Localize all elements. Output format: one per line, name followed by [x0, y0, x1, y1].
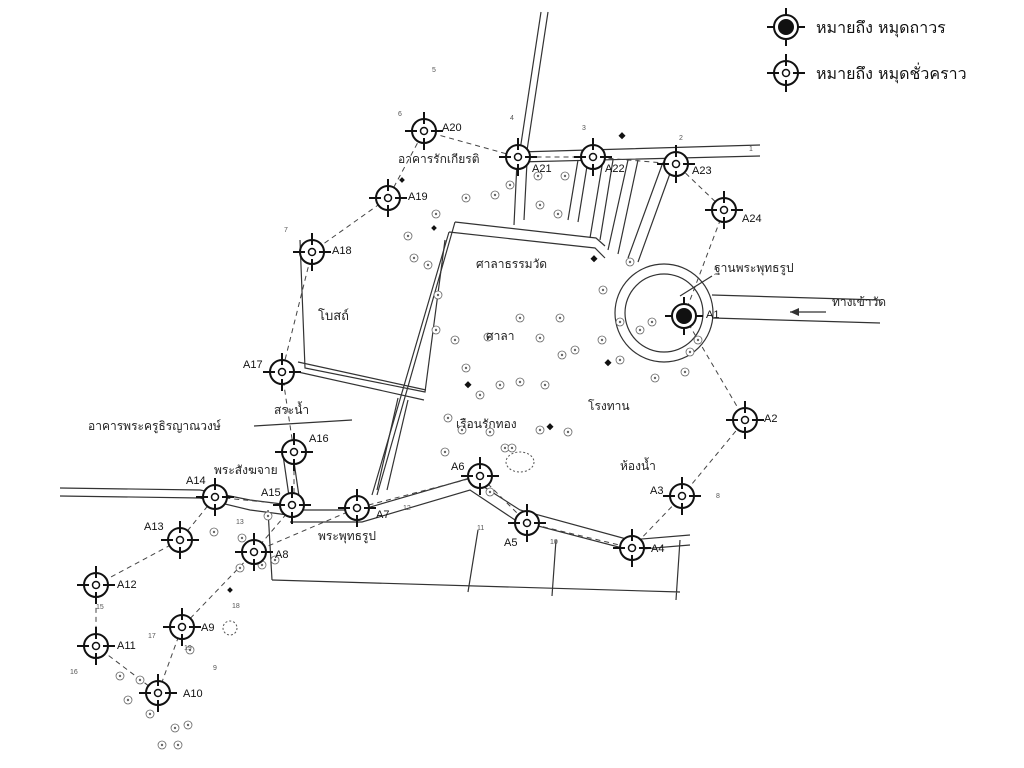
parcel-number: 7	[284, 227, 288, 234]
temporary-marker-icon[interactable]	[160, 520, 200, 560]
parcel-number: 17	[148, 633, 156, 640]
survey-traverse	[95, 130, 746, 694]
label-sangkhajai: พระสังฆจาย	[214, 463, 278, 477]
label-ubosot: โบสถ์	[318, 308, 349, 324]
permanent-marker-icon[interactable]	[664, 296, 704, 336]
parcel-number: 18	[232, 603, 240, 610]
parcel-number: 19	[184, 645, 192, 652]
place-labels: อาคารรักเกียรติ โบสถ์ ศาลาธรรมวัด ศาลา ฐ…	[88, 152, 886, 544]
temporary-marker-icon[interactable]	[725, 400, 765, 440]
station-label: A4	[651, 543, 664, 555]
station-label: A24	[742, 213, 762, 225]
station-label: A14	[186, 475, 206, 487]
parcel-number: 2	[679, 135, 683, 142]
station-label: A6	[451, 461, 464, 473]
station-label: A3	[650, 485, 663, 497]
station-label: A11	[117, 640, 136, 652]
station-label: A12	[117, 579, 137, 591]
temporary-marker-icon[interactable]	[76, 626, 116, 666]
parcel-number: 5	[432, 67, 436, 74]
road-network	[59, 11, 881, 601]
small-markers	[227, 132, 626, 593]
legend: หมายถึง หมุดถาวร หมายถึง หมุดชั่วคราว	[766, 7, 967, 93]
station-label: A20	[442, 122, 462, 134]
station-label: A13	[144, 521, 164, 533]
legend-permanent-label: หมายถึง หมุดถาวร	[816, 18, 946, 38]
label-buddha-base: ฐานพระพุทธรูป	[714, 261, 794, 276]
parcel-number: 3	[582, 125, 586, 132]
station-label: A9	[201, 622, 214, 634]
temporary-marker-icon	[766, 53, 806, 93]
station-label: A1	[706, 309, 719, 321]
temporary-marker-icon[interactable]	[292, 232, 332, 272]
leader-line	[253, 419, 353, 427]
station-label: A21	[532, 163, 552, 175]
shrub-outline	[505, 451, 535, 473]
station-label: A8	[275, 549, 288, 561]
label-entrance: ทางเข้าวัด	[832, 295, 886, 309]
station-label: A23	[692, 165, 712, 177]
station-label: A7	[376, 509, 389, 521]
station-label: A15	[261, 487, 281, 499]
label-toilet: ห้องน้ำ	[620, 457, 656, 473]
station-label: A18	[332, 245, 352, 257]
permanent-marker-icon	[766, 7, 806, 47]
shrub-outline	[222, 620, 238, 636]
temporary-marker-icon[interactable]	[162, 607, 202, 647]
temporary-marker-icon[interactable]	[704, 190, 744, 230]
label-monk-building: อาคารพระครูธิรญาณวงษ์	[88, 419, 221, 434]
parcel-number: 16	[70, 669, 78, 676]
parcel-number: 8	[716, 493, 720, 500]
label-dharma-hall: ศาลาธรรมวัด	[476, 257, 547, 271]
parcel-number: 11	[477, 525, 484, 532]
temporary-marker-icon[interactable]	[138, 673, 178, 713]
label-sala: ศาลา	[486, 329, 514, 343]
temporary-marker-icon[interactable]	[76, 565, 116, 605]
label-gold-house: เรือนรักทอง	[456, 417, 517, 431]
temporary-marker-icon[interactable]	[337, 488, 377, 528]
station-label: A16	[309, 433, 329, 445]
label-buddha-image: พระพุทธรูป	[318, 529, 376, 544]
temporary-marker-icon[interactable]	[368, 178, 408, 218]
parcel-number: 9	[213, 665, 217, 672]
label-pond: สระน้ำ	[274, 401, 309, 417]
temporary-marker-icon[interactable]	[262, 352, 302, 392]
trees	[115, 171, 703, 750]
parcel-number: 13	[236, 519, 244, 526]
parcel-numbers: 1 2 3 4 5 6 7 8 9 10 11 12 13 15 16 17 1…	[70, 67, 753, 676]
station-label: A22	[605, 163, 625, 175]
parcel-number: 6	[398, 111, 402, 118]
parcel-number: 15	[96, 604, 104, 611]
temporary-marker-icon[interactable]	[656, 144, 696, 184]
legend-temporary-label: หมายถึง หมุดชั่วคราว	[816, 62, 967, 84]
label-kitchen: โรงทาน	[588, 399, 630, 413]
station-label: A17	[243, 359, 263, 371]
label-affairs-building: อาคารรักเกียรติ	[398, 152, 480, 166]
parcel-number: 12	[403, 505, 411, 512]
station-label: A10	[183, 688, 203, 700]
parcel-number: 4	[510, 115, 514, 122]
survey-stations: A1 A2 A3 A4 A5 A6 A7 A8 A9 A10 A11 A12 A…	[76, 111, 777, 713]
station-label: A19	[408, 191, 428, 203]
station-label: A5	[504, 537, 517, 549]
parcel-number: 10	[550, 539, 558, 546]
station-label: A2	[764, 413, 777, 425]
temporary-marker-icon[interactable]	[274, 432, 314, 472]
temporary-marker-icon[interactable]	[404, 111, 444, 151]
leader-line	[679, 275, 713, 297]
parcel-number: 1	[749, 146, 753, 153]
